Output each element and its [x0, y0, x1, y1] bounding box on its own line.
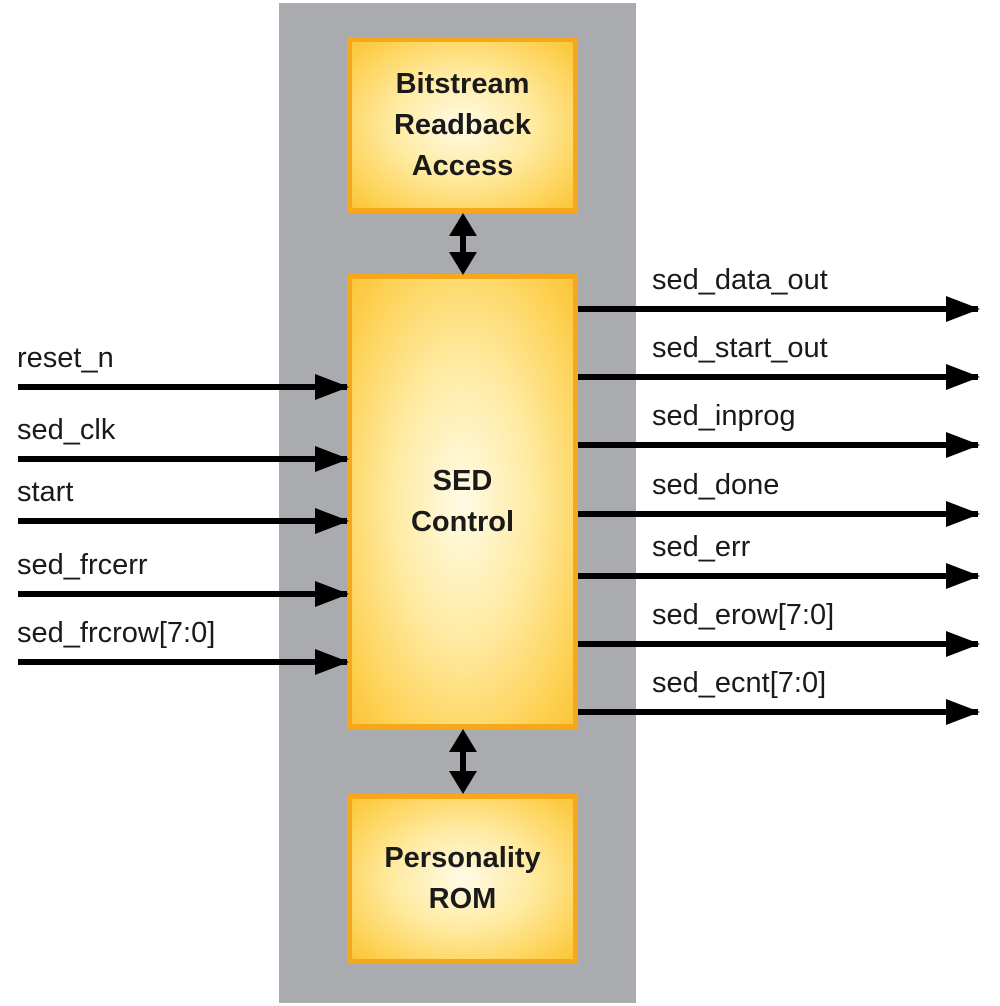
output-signal-label: sed_data_out: [652, 264, 828, 296]
input-wires: [18, 374, 349, 675]
output-signal-label: sed_done: [652, 469, 780, 501]
output-wires: [578, 296, 980, 725]
output-signal-label: sed_ecnt[7:0]: [652, 667, 827, 699]
input-signal-label: sed_frcerr: [17, 549, 148, 581]
input-signal-label: start: [17, 476, 74, 508]
output-signal-label: sed_erow[7:0]: [652, 599, 835, 631]
bidirectional-arrow-bottom: [449, 729, 477, 794]
personality-rom-block: Personality ROM: [347, 794, 578, 964]
sed-control-block: SED Control: [347, 274, 578, 729]
input-signal-label: sed_frcrow[7:0]: [17, 617, 216, 649]
input-signal-label: sed_clk: [17, 414, 116, 446]
output-signal-label: sed_err: [652, 531, 751, 563]
bitstream-readback-access-block: Bitstream Readback Access: [347, 37, 578, 213]
output-signal-label: sed_start_out: [652, 332, 828, 364]
bidirectional-arrow-top: [449, 213, 477, 275]
input-signal-label: reset_n: [17, 342, 114, 374]
output-signal-label: sed_inprog: [652, 400, 796, 432]
